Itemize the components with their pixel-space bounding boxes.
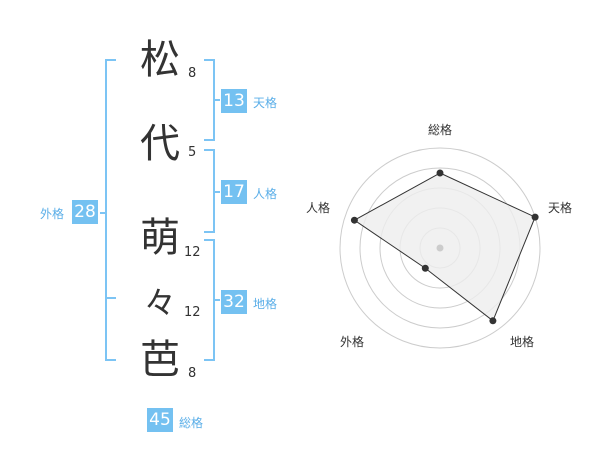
chikaku-value-badge: 32 (221, 290, 247, 314)
radar-point-2 (489, 317, 497, 325)
jinkaku-bracket (204, 149, 220, 233)
name-char-1: 松 (140, 37, 180, 83)
chikaku-label: 地格 (253, 297, 278, 311)
tenkaku-bracket (204, 59, 220, 141)
radar-axis-label-soukaku: 総格 (428, 123, 453, 137)
radar-center-dot (436, 244, 444, 252)
jinkaku-label: 人格 (253, 187, 278, 201)
stroke-count-5: 8 (188, 366, 197, 381)
chikaku-bracket (204, 239, 220, 361)
gaikaku-value-badge: 28 (72, 200, 98, 224)
name-char-2: 代 (140, 121, 180, 167)
stroke-count-1: 8 (188, 66, 197, 81)
radar-polygon (353, 172, 536, 322)
radar-axis-label-chikaku: 地格 (510, 335, 535, 349)
radar-point-1 (531, 213, 539, 221)
soukaku-value-badge: 45 (147, 408, 173, 432)
tenkaku-label: 天格 (253, 96, 278, 110)
gaikaku-label: 外格 (40, 207, 65, 221)
radar-point-0 (436, 169, 444, 177)
name-char-5: 芭 (140, 337, 180, 383)
radar-axis-label-tenkaku: 天格 (548, 201, 573, 215)
radar-point-4 (350, 216, 358, 224)
soukaku-label: 総格 (179, 416, 204, 430)
radar-axis-label-jinkaku: 人格 (306, 201, 331, 215)
name-char-4: 々 (143, 284, 176, 322)
stroke-count-4: 12 (184, 305, 201, 320)
stroke-count-3: 12 (184, 245, 201, 260)
stroke-count-2: 5 (188, 145, 197, 160)
name-char-3: 萌 (140, 215, 180, 261)
jinkaku-value-badge: 17 (221, 180, 247, 204)
gaikaku-bracket (100, 59, 116, 361)
tenkaku-value-badge: 13 (221, 89, 247, 113)
radar-point-3 (421, 264, 429, 272)
radar-axis-label-gaikaku: 外格 (340, 335, 365, 349)
